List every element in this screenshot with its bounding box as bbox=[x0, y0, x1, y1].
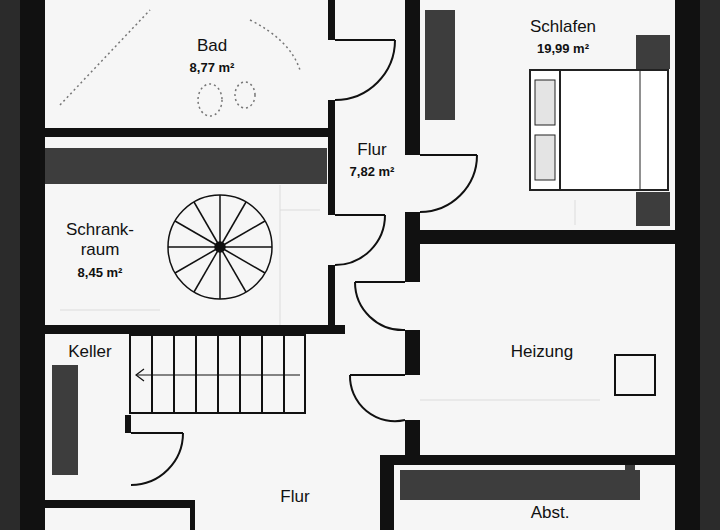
ghost-lines bbox=[60, 185, 600, 400]
room-area: 19,99 m² bbox=[530, 41, 596, 57]
spiral-stair bbox=[168, 195, 272, 299]
room-label: Schlafen 19,99 m² bbox=[527, 15, 599, 59]
room-label: Schrank- raum 8,45 m² bbox=[55, 218, 145, 282]
room-name: Schrank- raum bbox=[58, 220, 142, 261]
bath-fixtures bbox=[60, 10, 300, 116]
floor-ground bbox=[45, 0, 675, 530]
room-name: Flur bbox=[280, 487, 309, 507]
room-label: Flur 7,82 m² bbox=[347, 138, 398, 182]
room-label: Keller bbox=[65, 340, 114, 364]
room-label: Flur bbox=[277, 485, 312, 509]
door-swings bbox=[131, 40, 477, 485]
boiler-symbol bbox=[615, 355, 655, 395]
room-name: Schlafen bbox=[530, 17, 596, 37]
stair bbox=[130, 335, 305, 413]
room-name: Flur bbox=[350, 140, 395, 160]
room-name: Keller bbox=[68, 342, 111, 362]
room-name: Abst. bbox=[531, 503, 570, 523]
room-area: 8,45 m² bbox=[58, 265, 142, 281]
walls bbox=[20, 0, 700, 530]
room-area: 8,77 m² bbox=[190, 60, 235, 76]
room-label: Abst. bbox=[528, 501, 573, 525]
room-name: Heizung bbox=[511, 342, 573, 362]
room-name: Bad bbox=[190, 36, 235, 56]
room-area: 7,82 m² bbox=[350, 164, 395, 180]
room-label: Bad 8,77 m² bbox=[187, 34, 238, 78]
bed bbox=[530, 70, 668, 190]
wardrobes bbox=[45, 10, 670, 500]
room-label: Heizung bbox=[508, 340, 576, 364]
